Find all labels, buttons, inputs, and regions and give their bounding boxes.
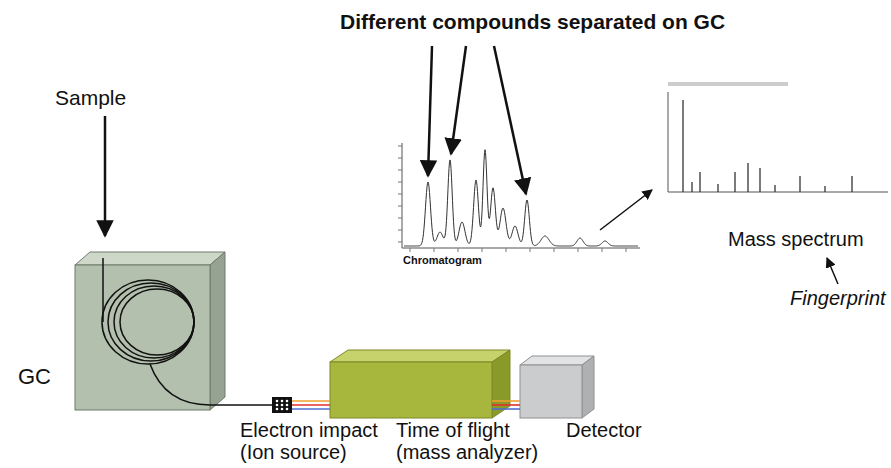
- connector: [492, 401, 520, 409]
- detector-box: [520, 356, 594, 418]
- chromatogram-frame: [402, 143, 640, 248]
- connector-line: [492, 404, 520, 406]
- ion-source-symbol: [272, 397, 292, 413]
- ion-source-box: Electron impact (Ion source): [272, 397, 292, 413]
- connector-line: [292, 408, 330, 410]
- axis-tick: [398, 182, 402, 183]
- connector-line: [492, 400, 520, 402]
- axis-tick: [398, 218, 402, 219]
- node-label: GC: [18, 365, 51, 389]
- axis-tick: [434, 248, 435, 252]
- axis-tick: [554, 248, 555, 252]
- axis-tick: [458, 248, 459, 252]
- axis-tick: [398, 170, 402, 171]
- chromatogram-ticks: [398, 146, 626, 252]
- node-label: Chromatogram: [403, 254, 482, 266]
- chromatogram-box: Chromatogram: [368, 138, 600, 252]
- axis-tick: [602, 248, 603, 252]
- axis-tick: [398, 206, 402, 207]
- connector-line: [292, 404, 330, 406]
- gc-oven-box: GC: [75, 265, 210, 410]
- axis-tick: [506, 248, 507, 252]
- title: Different compounds separated on GC: [340, 10, 725, 33]
- fingerprint-label: Fingerprint: [790, 287, 886, 309]
- tof-analyzer: [330, 350, 510, 418]
- gc-oven: [75, 252, 225, 410]
- node-label: Electron impact (Ion source): [240, 419, 400, 463]
- axis-tick: [398, 242, 402, 243]
- connector: [210, 405, 272, 406]
- axis-tick: [530, 248, 531, 252]
- connector-line: [292, 400, 330, 402]
- axis-tick: [410, 248, 411, 252]
- connector: [292, 401, 330, 409]
- axis-tick: [578, 248, 579, 252]
- fingerprint-arrow: [827, 258, 838, 284]
- mass-spectrum-box: Mass spectrum: [652, 80, 890, 200]
- detector-box: Detector: [520, 365, 582, 418]
- node-label: Detector: [566, 419, 642, 441]
- sample-label: Sample: [55, 86, 126, 109]
- chromatogram-trace: [404, 150, 638, 246]
- tof-analyzer-box: Time of flight (mass analyzer): [330, 362, 492, 418]
- axis-tick: [398, 158, 402, 159]
- sample-arrow: [104, 116, 107, 236]
- connector-line: [210, 404, 272, 406]
- peak-arrows: [428, 46, 526, 194]
- axis-tick: [398, 230, 402, 231]
- axis-tick: [626, 248, 627, 252]
- connector: [600, 190, 652, 230]
- gc-coil: [102, 258, 210, 405]
- spectrum-chart: [668, 82, 888, 192]
- axis-tick: [482, 248, 483, 252]
- axis-tick: [398, 146, 402, 147]
- connector-line: [600, 190, 652, 230]
- node-label: Time of flight (mass analyzer): [396, 419, 561, 463]
- node-label: Mass spectrum: [728, 228, 864, 250]
- connector-line: [492, 408, 520, 410]
- axis-tick: [398, 194, 402, 195]
